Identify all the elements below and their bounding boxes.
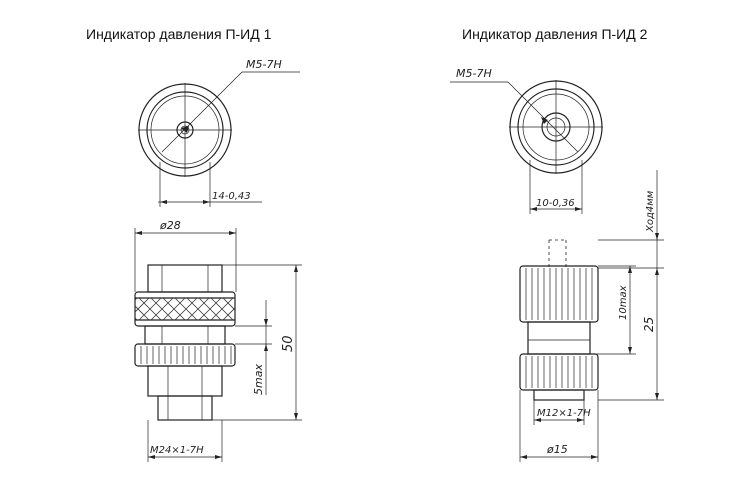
pid2-stroke-label: 10max — [618, 285, 629, 320]
pid1-flat-width-label: 14-0,43 — [212, 191, 251, 202]
pid2-height-label: 25 — [642, 317, 656, 332]
pid2-side-view — [519, 239, 664, 462]
pid2-diameter-label: ø15 — [546, 443, 568, 456]
title-pid2: Индикатор давления П-ИД 2 — [462, 26, 648, 42]
pid1-side-view — [134, 228, 302, 462]
pid1-top-view — [138, 71, 300, 207]
pid2-thread-top-label: M5-7H — [456, 67, 492, 80]
pid1-thread-top-label: M5-7H — [246, 58, 282, 71]
pid1-stroke-label: 5max — [252, 364, 265, 395]
pid2-thread-bottom-label: M12×1-7H — [537, 408, 591, 419]
pid1-diameter-label: ø28 — [159, 219, 181, 232]
title-pid1: Индикатор давления П-ИД 1 — [86, 26, 272, 42]
pid2-flat-width-label: 10-0,36 — [536, 198, 575, 209]
pid1-thread-bottom-label: M24×1-7H — [150, 445, 204, 456]
pid1-height-label: 50 — [281, 335, 296, 352]
pid2-top-view — [450, 80, 664, 275]
pid2-travel-label: Ход4мм — [645, 190, 656, 233]
